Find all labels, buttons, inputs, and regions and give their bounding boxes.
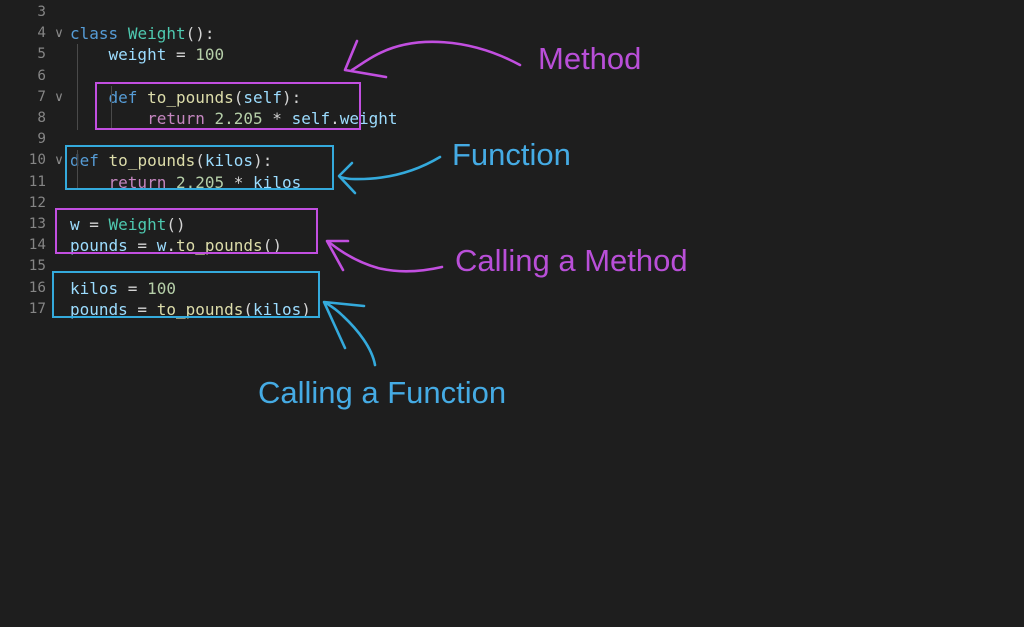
line-number: 9 — [37, 131, 46, 148]
indent-guide — [77, 44, 78, 130]
line-number: 11 — [28, 173, 46, 190]
code-line[interactable]: def to_pounds(self): — [70, 87, 302, 108]
method-label: Method — [538, 41, 642, 76]
code-line[interactable]: pounds = to_pounds(kilos) — [70, 299, 311, 320]
code-token: 100 — [195, 45, 225, 65]
calling-a-method-label: Calling a Method — [455, 243, 688, 278]
code-line[interactable]: kilos = 100 — [70, 278, 176, 299]
code-token: kilos — [253, 299, 302, 319]
code-token: () — [166, 215, 186, 234]
code-line[interactable]: pounds = w.to_pounds() — [70, 235, 282, 256]
code-token: . — [330, 109, 340, 128]
code-token — [166, 173, 176, 192]
code-line[interactable]: return 2.205 * kilos — [70, 172, 302, 193]
code-token — [99, 151, 109, 170]
line-number: 13 — [28, 216, 46, 232]
code-token: ): — [281, 87, 302, 107]
code-token: return — [108, 172, 167, 192]
code-token: = — [127, 299, 157, 319]
code-token: self — [243, 87, 282, 107]
code-token: class — [70, 24, 119, 44]
code-token: ( — [233, 87, 244, 107]
code-token: Weight — [127, 24, 186, 44]
code-token: Weight — [108, 215, 167, 234]
code-token: = — [118, 278, 148, 298]
line-number: 3 — [37, 4, 46, 20]
code-token: () — [262, 236, 282, 256]
code-token: kilos — [70, 278, 119, 298]
fold-chevron-icon[interactable]: ∨ — [54, 26, 64, 42]
code-token: return — [147, 109, 205, 128]
line-number: 8 — [37, 110, 46, 126]
code-token — [70, 45, 109, 64]
code-token: (): — [185, 24, 215, 44]
code-token — [137, 88, 147, 107]
code-token: def — [70, 151, 99, 171]
fold-chevron-icon[interactable]: ∨ — [54, 89, 64, 105]
code-line[interactable]: w = Weight() — [70, 214, 186, 235]
code-token: w — [70, 215, 80, 234]
function-label: Function — [452, 137, 571, 172]
indent-guide — [111, 86, 112, 128]
line-number: 6 — [37, 67, 46, 84]
code-token: self — [291, 109, 331, 128]
code-token — [118, 24, 128, 43]
code-token: = — [127, 236, 157, 256]
code-token: 2.205 — [175, 172, 225, 192]
indent-guide — [77, 150, 78, 190]
code-line[interactable]: def to_pounds(kilos): — [70, 150, 272, 171]
code-token: to_pounds — [156, 299, 244, 319]
code-token: pounds — [70, 236, 128, 256]
line-number: 16 — [28, 279, 46, 296]
line-number: 5 — [37, 46, 46, 63]
calling-a-function-label: Calling a Function — [258, 375, 507, 410]
code-token — [70, 109, 147, 128]
code-token: def — [108, 87, 138, 107]
code-token: . — [166, 236, 176, 256]
code-token: to_pounds — [108, 151, 196, 171]
code-token — [70, 173, 109, 192]
code-line[interactable]: weight = 100 — [70, 44, 225, 65]
code-token — [205, 109, 215, 128]
line-number: 7 — [37, 88, 46, 105]
code-token: w — [156, 236, 167, 256]
code-token: to_pounds — [175, 236, 263, 256]
code-token: = — [79, 215, 109, 234]
code-token: * — [224, 172, 254, 192]
code-token: pounds — [70, 299, 128, 319]
code-token: * — [262, 109, 292, 128]
code-token: ( — [195, 151, 205, 171]
line-number: 10 — [28, 152, 46, 169]
code-token: 100 — [147, 278, 176, 298]
code-token: kilos — [204, 151, 254, 171]
code-token — [70, 88, 109, 107]
line-number: 4 — [37, 25, 46, 42]
code-line[interactable]: return 2.205 * self.weight — [70, 108, 398, 129]
line-number: 14 — [28, 237, 46, 254]
code-token: ): — [253, 151, 273, 171]
line-number: 17 — [28, 300, 46, 317]
line-number: 15 — [28, 258, 46, 275]
code-token: ( — [243, 299, 254, 319]
code-token: weight — [339, 109, 398, 128]
code-token: 2.205 — [214, 109, 263, 128]
line-number: 12 — [28, 194, 46, 211]
code-token: to_pounds — [147, 87, 234, 107]
code-token: weight — [108, 45, 167, 65]
code-token: ) — [301, 299, 311, 319]
code-token: = — [166, 45, 196, 65]
code-token: kilos — [253, 172, 302, 192]
fold-chevron-icon[interactable]: ∨ — [54, 153, 64, 169]
code-line[interactable]: class Weight(): — [70, 23, 215, 44]
